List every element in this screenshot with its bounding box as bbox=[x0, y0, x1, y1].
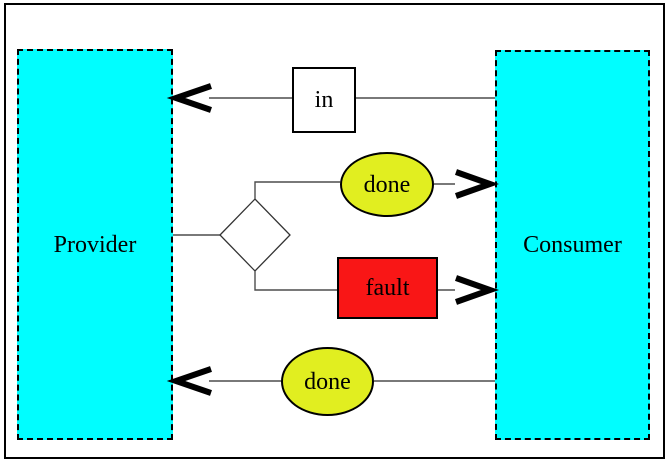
done-upper-label: done bbox=[363, 171, 411, 198]
node-done-upper: done bbox=[340, 152, 434, 217]
in-message-label: in bbox=[314, 87, 334, 113]
consumer-label: Consumer bbox=[523, 232, 622, 258]
node-done-lower: done bbox=[281, 347, 374, 416]
node-consumer: Consumer bbox=[495, 50, 650, 440]
done-lower-label: done bbox=[304, 368, 351, 395]
node-provider: Provider bbox=[17, 49, 173, 440]
provider-label: Provider bbox=[53, 231, 137, 258]
node-in-message: in bbox=[292, 67, 356, 133]
node-fault: fault bbox=[337, 257, 438, 319]
diagram-frame bbox=[4, 3, 665, 459]
fault-label: fault bbox=[365, 275, 410, 301]
